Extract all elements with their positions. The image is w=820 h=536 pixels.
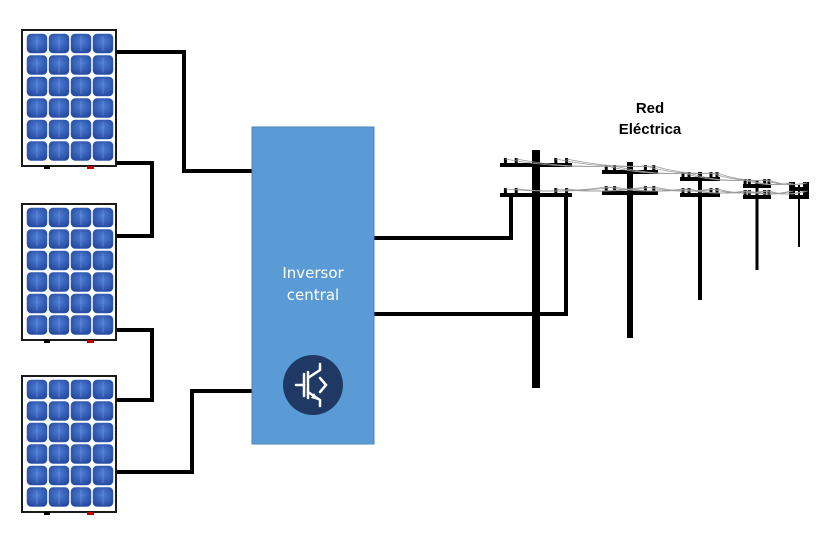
power-line <box>716 188 769 194</box>
solar-panel-array <box>21 29 117 515</box>
power-line <box>749 179 794 186</box>
wire-panel3-to-inverter <box>116 389 252 474</box>
inverter-label-line2: central <box>286 286 340 304</box>
power-line <box>566 186 654 192</box>
power-line <box>653 165 718 174</box>
inverter-label-line1: Inversor <box>282 264 344 282</box>
wire-inverter-to-grid-1 <box>374 197 513 240</box>
grid-label: Red Eléctrica <box>600 98 700 140</box>
terminal-negative <box>44 512 50 515</box>
dc-wiring <box>116 50 252 474</box>
power-line <box>716 172 769 181</box>
igbt-transistor-icon <box>283 355 343 415</box>
power-line <box>768 190 808 195</box>
wire-panel1-to-inverter <box>116 50 252 173</box>
utility-pole <box>602 162 658 338</box>
power-line <box>516 186 615 192</box>
inverter-label: Inversor central <box>252 262 374 306</box>
power-line <box>749 190 794 195</box>
power-line <box>768 179 808 186</box>
terminal-positive <box>87 166 94 169</box>
wire-panel1-to-panel2 <box>116 161 154 238</box>
solar-panel-icon <box>21 375 117 515</box>
power-line <box>614 186 690 192</box>
power-line <box>614 165 690 174</box>
wire-panel2-to-panel3 <box>116 328 154 402</box>
wire-inverter-to-grid-2 <box>374 197 568 316</box>
terminal-positive <box>87 340 94 343</box>
terminal-negative <box>44 340 50 343</box>
power-line <box>688 188 750 194</box>
solar-panel-icon <box>21 203 117 343</box>
power-line <box>653 186 718 192</box>
ac-wiring <box>374 197 568 316</box>
solar-panel-icon <box>21 29 117 169</box>
grid-label-line1: Red <box>635 100 665 117</box>
utility-pole <box>500 150 572 388</box>
utility-pole-icon <box>500 150 809 388</box>
grid-label-line2: Eléctrica <box>618 121 682 138</box>
terminal-negative <box>44 166 50 169</box>
power-line <box>516 158 615 167</box>
terminal-positive <box>87 512 94 515</box>
power-line <box>566 158 654 167</box>
